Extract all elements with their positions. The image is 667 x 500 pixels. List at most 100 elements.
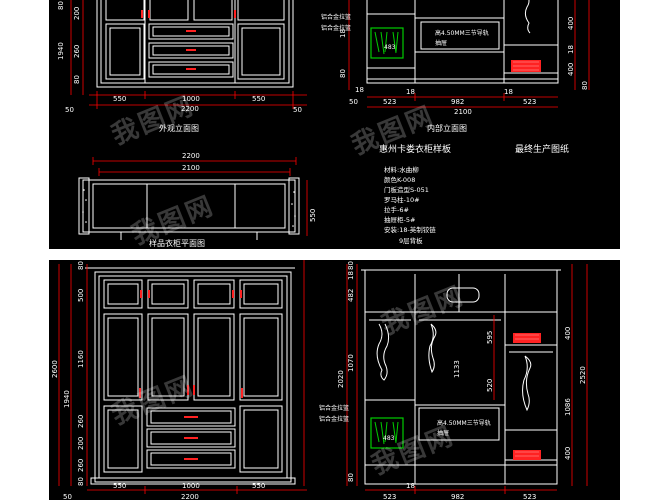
drawing-title: 惠州卡娄衣柜样板: [379, 143, 451, 155]
drawing-subtitle: 最终生产图纸: [515, 143, 569, 155]
note-rail: 高4.50MM三节导轨: [435, 29, 489, 37]
dim-b-ext-bottom-1: 1000: [182, 482, 200, 490]
dim-int-right-1: 18: [567, 45, 575, 54]
dim-ext-end: 50: [65, 106, 74, 114]
plan-dim-outer: 2200: [182, 152, 200, 160]
plan-view: [78, 177, 300, 240]
note-basket-b: 铝合金拉篮: [321, 24, 351, 32]
dim-int-right-0: 400: [567, 17, 575, 30]
exterior-handles-full: [139, 290, 243, 460]
dim-int-right-2: 400: [567, 63, 575, 76]
dim-b-ext-1: 500: [77, 289, 85, 302]
cad-drawing-top: 80 200 260 1940 80 50 50 550 1000 550 22…: [57, 0, 590, 248]
dim-b-int-bottom-1: 982: [451, 493, 464, 500]
dim-b-int-left-1: 18: [347, 271, 355, 280]
spec-1: 颜色K-008: [384, 175, 415, 184]
spec-6: 安装:18-英制铰链: [384, 225, 436, 234]
dim-b-ext-0: 80: [77, 261, 85, 270]
interior-accents-full: [370, 333, 541, 460]
exterior-caption: 外观立面图: [159, 123, 199, 133]
interior-dim-lines: [348, 0, 590, 108]
dim-b-ext-bottom-0: 550: [113, 482, 126, 490]
spec-3: 罗马柱-10#: [384, 195, 420, 204]
dim-int-bottom-0: 523: [383, 98, 396, 106]
dim-ext-left-1: 200: [73, 7, 81, 20]
interior-elevation: [366, 0, 559, 84]
dim-b-ext-3: 1940: [63, 390, 71, 408]
dim-int-right-3: 80: [581, 81, 589, 90]
dim-b-int-left-3: 1070: [347, 354, 355, 372]
dim-ext-left-0: 80: [57, 1, 65, 10]
dim-b-int-right-3: 2520: [579, 366, 587, 384]
dim-b-int-left-2: 482: [347, 289, 355, 302]
dim-b-int-right-1: 1086: [564, 398, 572, 416]
dim-b-int-right-2: 400: [564, 447, 572, 460]
dim-ext-bottom-1: 1000: [182, 95, 200, 103]
exterior-elevation: [96, 0, 294, 88]
dim-b-int-bottom-2: 523: [523, 493, 536, 500]
b-note-rail: 高4.50MM三节导轨: [437, 419, 491, 427]
dim-int-bottom-2: 523: [523, 98, 536, 106]
dim-int-18b: 18: [504, 88, 513, 96]
b-note-basket-a: 铝合金拉篮: [319, 404, 349, 412]
spec-2: 门板造型S-051: [384, 185, 429, 194]
interior-dim-lines-full: [346, 264, 588, 494]
dim-b-ext-7: 260: [77, 459, 85, 472]
dim-b-ext-2: 1160: [77, 350, 85, 368]
interior-caption: 内部立面图: [427, 123, 467, 133]
spec-list: 材料:水曲柳 颜色K-008 门板造型S-051 罗马柱-10# 拉手-6# 抽…: [384, 165, 436, 245]
dim-b-int-18: 18: [406, 482, 415, 490]
dim-b-int-left-0: 80: [347, 261, 355, 270]
dim-int-bottom-1: 982: [451, 98, 464, 106]
interior-elevation-full: [361, 269, 561, 485]
b-note-483: 483: [383, 435, 395, 442]
spec-4: 拉手-6#: [384, 205, 409, 214]
cad-drawing-bottom: 80 500 1160 1940 2600 260 200 260 80 550…: [51, 260, 588, 500]
plan-hatching: [82, 189, 296, 227]
dim-b-int-mid-2: 520: [486, 379, 494, 392]
interior-accents: [370, 27, 541, 72]
spec-5: 抽屉柜-5#: [384, 215, 415, 224]
note-basket-a: 铝合金拉篮: [321, 13, 351, 21]
dim-ext-bottom-2: 550: [252, 95, 265, 103]
plan-caption: 样品衣柜平面图: [149, 238, 205, 248]
dim-b-ext-5: 260: [77, 415, 85, 428]
dim-ext-bottom-0: 550: [113, 95, 126, 103]
dim-b-int-mid-0: 595: [486, 331, 494, 344]
spec-7: 9层背板: [399, 236, 423, 245]
exterior-dim-lines-full: [58, 260, 307, 494]
dim-ext-left-3: 1940: [57, 42, 65, 60]
dim-b-int-left-5: 80: [347, 473, 355, 482]
drawing-panel-bottom: 80 500 1160 1940 2600 260 200 260 80 550…: [49, 260, 620, 500]
plan-dim-depth: 550: [309, 209, 317, 222]
dim-ext-total: 2200: [181, 105, 199, 113]
dim-int-50: 50: [349, 98, 358, 106]
dim-b-int-left-4: 2020: [337, 370, 345, 388]
dim-int-total: 2100: [454, 108, 472, 116]
plan-dim-lines: [92, 157, 308, 236]
spec-0: 材料:水曲柳: [384, 165, 419, 174]
note-drawer: 抽屉: [435, 39, 447, 47]
dim-b-int-right-0: 400: [564, 327, 572, 340]
dim-b-ext-8: 80: [77, 477, 85, 486]
dim-ext-left-2: 260: [73, 45, 81, 58]
dim-b-ext-6: 200: [77, 437, 85, 450]
b-note-drawer: 抽屉: [437, 429, 449, 437]
dim-int-left-1: 80: [339, 69, 347, 78]
plan-dim-inner: 2100: [182, 164, 200, 172]
dim-b-ext-4: 2600: [51, 360, 59, 378]
dim-b-ext-bottom-2: 550: [252, 482, 265, 490]
dim-int-left-2: 18: [355, 86, 364, 94]
dim-b-ext-total: 2200: [181, 493, 199, 500]
drawing-panel-top: 80 200 260 1940 80 50 50 550 1000 550 22…: [49, 0, 620, 249]
dim-b-int-mid-1: 1133: [453, 360, 461, 378]
dim-ext-end-right: 50: [293, 106, 302, 114]
dim-ext-left-4: 80: [73, 75, 81, 84]
dim-b-int-bottom-0: 523: [383, 493, 396, 500]
note-483: 483: [384, 44, 396, 51]
dim-b-ext-end: 50: [63, 493, 72, 500]
dim-int-left-0: 18: [339, 29, 347, 38]
dim-int-18a: 18: [406, 88, 415, 96]
b-note-basket-b: 铝合金拉篮: [319, 415, 349, 423]
exterior-handles: [141, 10, 236, 70]
